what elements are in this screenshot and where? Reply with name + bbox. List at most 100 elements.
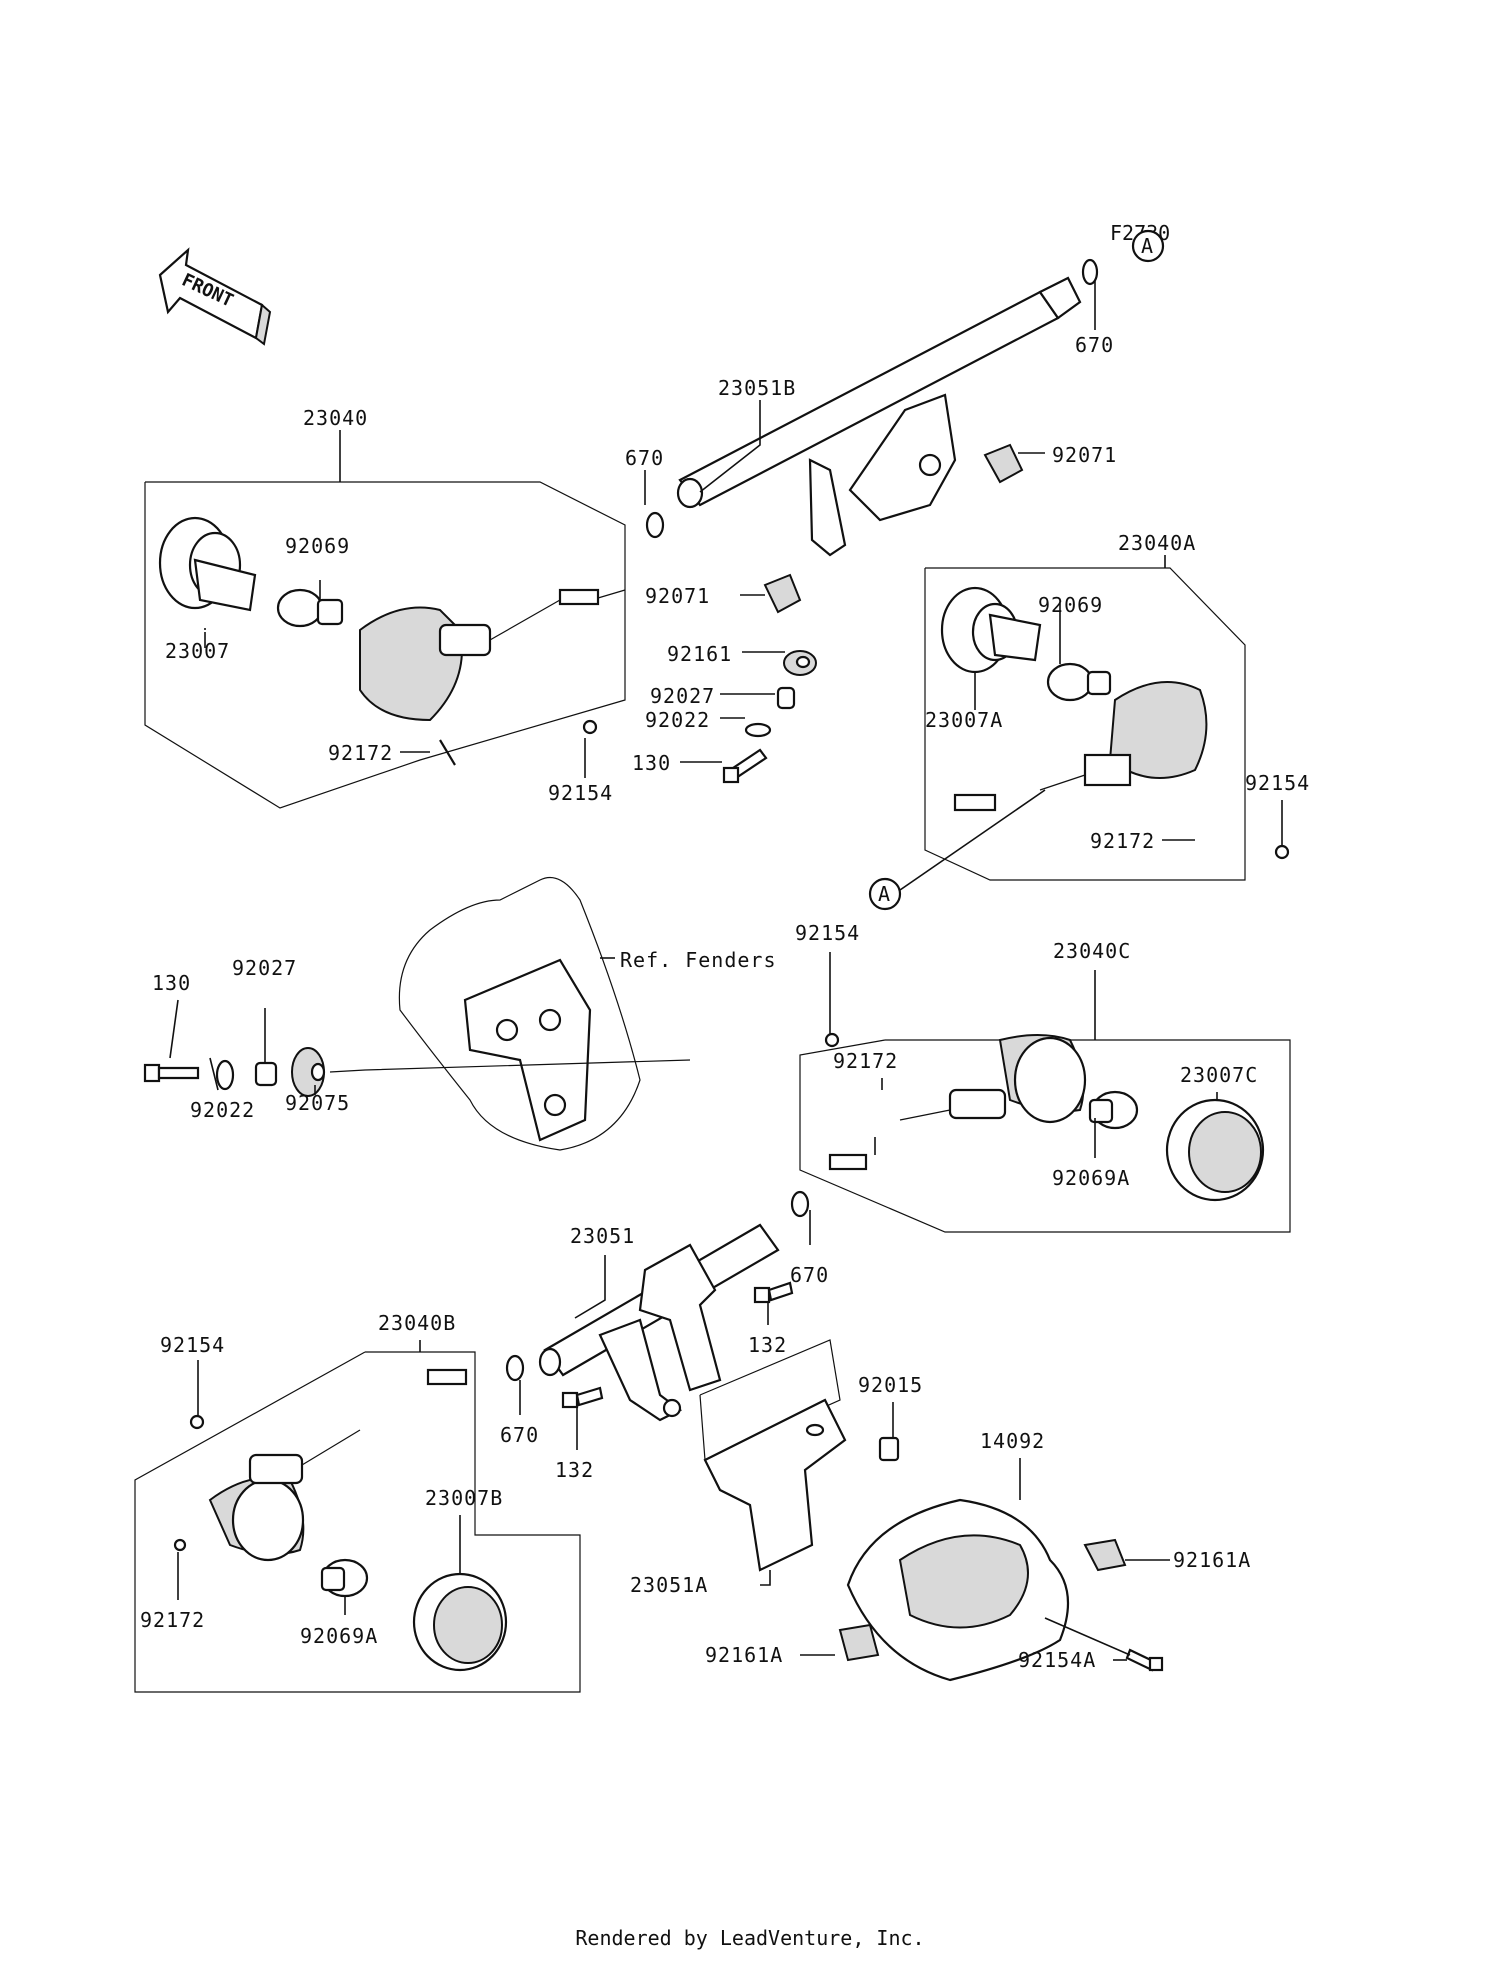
label-23040a: 23040A: [1118, 531, 1196, 555]
grommet-92071-left: [763, 573, 802, 614]
label-92172: 92172: [328, 741, 393, 765]
washer-92022: [744, 722, 772, 738]
oring-670-upper-left: [645, 511, 665, 539]
damper-92161a-right: [1083, 1538, 1127, 1572]
screw-92154-rear-right: [824, 1032, 840, 1048]
fender-bracket: [398, 876, 641, 1151]
bolt-132-left: [561, 1386, 604, 1409]
label-670-rear-right: 670: [790, 1263, 829, 1287]
collar-92027-lower: [254, 1061, 278, 1087]
connector-a-top-label: A: [1141, 234, 1153, 258]
label-130-upper: 130: [632, 751, 671, 775]
label-92069: 92069: [285, 534, 350, 558]
label-670-left: 670: [625, 446, 664, 470]
damper-92075: [291, 1047, 326, 1097]
label-23051: 23051: [570, 1224, 635, 1248]
damper-92161: [783, 650, 817, 676]
connector-plug-23040c: [828, 1153, 868, 1171]
screw-92154-left: [582, 719, 598, 735]
signal-lens-23040a: [953, 681, 1208, 812]
label-23051a: 23051A: [630, 1573, 708, 1597]
label-92154-right: 92154: [1245, 771, 1310, 795]
label-92069a-left: 92069A: [300, 1624, 378, 1648]
label-92027: 92027: [650, 684, 715, 708]
housing-23007: [158, 516, 257, 612]
bulb-92069: [276, 588, 344, 628]
bulb-92069a-left: [320, 1558, 369, 1598]
screw-92172-rear-left: [173, 1538, 187, 1552]
plate-23051a: [703, 1398, 847, 1572]
label-92161a-right: 92161A: [1173, 1548, 1251, 1572]
label-ref-fenders: Ref. Fenders: [620, 948, 777, 972]
label-92022: 92022: [645, 708, 710, 732]
label-92069a-right: 92069A: [1052, 1166, 1130, 1190]
box-23051a: [699, 1339, 841, 1461]
label-23040c: 23040C: [1053, 939, 1131, 963]
signal-lens-23040b: [208, 1368, 468, 1562]
bulb-92069-right: [1046, 662, 1112, 702]
label-92075: 92075: [285, 1091, 350, 1115]
oring-670-rear-left: [505, 1354, 525, 1382]
bolt-132-right: [753, 1281, 794, 1304]
label-23007: 23007: [165, 639, 230, 663]
box-23040: [144, 481, 626, 809]
bolt-130-lower: [143, 1063, 200, 1083]
label-92154-rear-left: 92154: [160, 1333, 225, 1357]
oring-670-top: [1081, 258, 1099, 286]
lens-23007c: [1165, 1098, 1265, 1202]
label-92154a: 92154A: [1018, 1648, 1096, 1672]
front-arrow-icon: FRONT: [158, 247, 272, 346]
label-92172-mid: 92172: [833, 1049, 898, 1073]
bulb-92069a-right: [1088, 1090, 1139, 1130]
oring-670-rear-right: [790, 1190, 810, 1218]
label-92071-left: 92071: [645, 584, 710, 608]
label-92027-lower: 92027: [232, 956, 297, 980]
box-23040b: [134, 1351, 581, 1693]
screw-92154-rear-left: [189, 1414, 205, 1430]
bolt-130-upper: [722, 748, 768, 784]
nut-92015: [878, 1436, 900, 1462]
footer-credit: Rendered by LeadVenture, Inc.: [575, 1926, 925, 1950]
signal-lens-23040: [359, 588, 626, 722]
rear-bar-23051: [538, 1223, 780, 1422]
grommet-92071-right: [983, 443, 1024, 484]
label-132-right: 132: [748, 1333, 787, 1357]
label-23040b: 23040B: [378, 1311, 456, 1335]
label-132-left: 132: [555, 1458, 594, 1482]
label-92154-mid: 92154: [795, 921, 860, 945]
label-92172-rear-left: 92172: [140, 1608, 205, 1632]
label-23007b: 23007B: [425, 1486, 503, 1510]
leader-lines: [169, 280, 1283, 1661]
signal-lens-23040c: [899, 1034, 1087, 1124]
label-23051b: 23051B: [718, 376, 796, 400]
bolt-92154a: [1125, 1648, 1164, 1672]
label-130-lower: 130: [152, 971, 191, 995]
label-92161: 92161: [667, 642, 732, 666]
damper-92161a-left: [838, 1623, 880, 1662]
label-670-rear-left: 670: [500, 1423, 539, 1447]
label-92015: 92015: [858, 1373, 923, 1397]
screw-92172-left: [439, 739, 456, 766]
label-92069-right: 92069: [1038, 593, 1103, 617]
label-92172-right: 92172: [1090, 829, 1155, 853]
label-92022-lower: 92022: [190, 1098, 255, 1122]
connector-a-bottom: A: [868, 877, 902, 911]
fender-axis-line: [329, 1059, 691, 1073]
collar-92027: [776, 686, 796, 710]
cover-14092: [846, 1498, 1070, 1682]
label-92154: 92154: [548, 781, 613, 805]
label-670-top: 670: [1075, 333, 1114, 357]
label-23040: 23040: [303, 406, 368, 430]
lens-23007b: [412, 1572, 508, 1672]
connector-a-top: A: [1131, 229, 1165, 263]
front-bar-23051b: [676, 276, 1082, 557]
label-14092: 14092: [980, 1429, 1045, 1453]
housing-23007a: [940, 586, 1042, 674]
label-92161a-left: 92161A: [705, 1643, 783, 1667]
connector-a-bottom-label: A: [878, 882, 890, 906]
label-92071-right: 92071: [1052, 443, 1117, 467]
screw-92154-right: [1274, 844, 1290, 860]
label-23007c: 23007C: [1180, 1063, 1258, 1087]
box-23040a: [924, 567, 1246, 881]
